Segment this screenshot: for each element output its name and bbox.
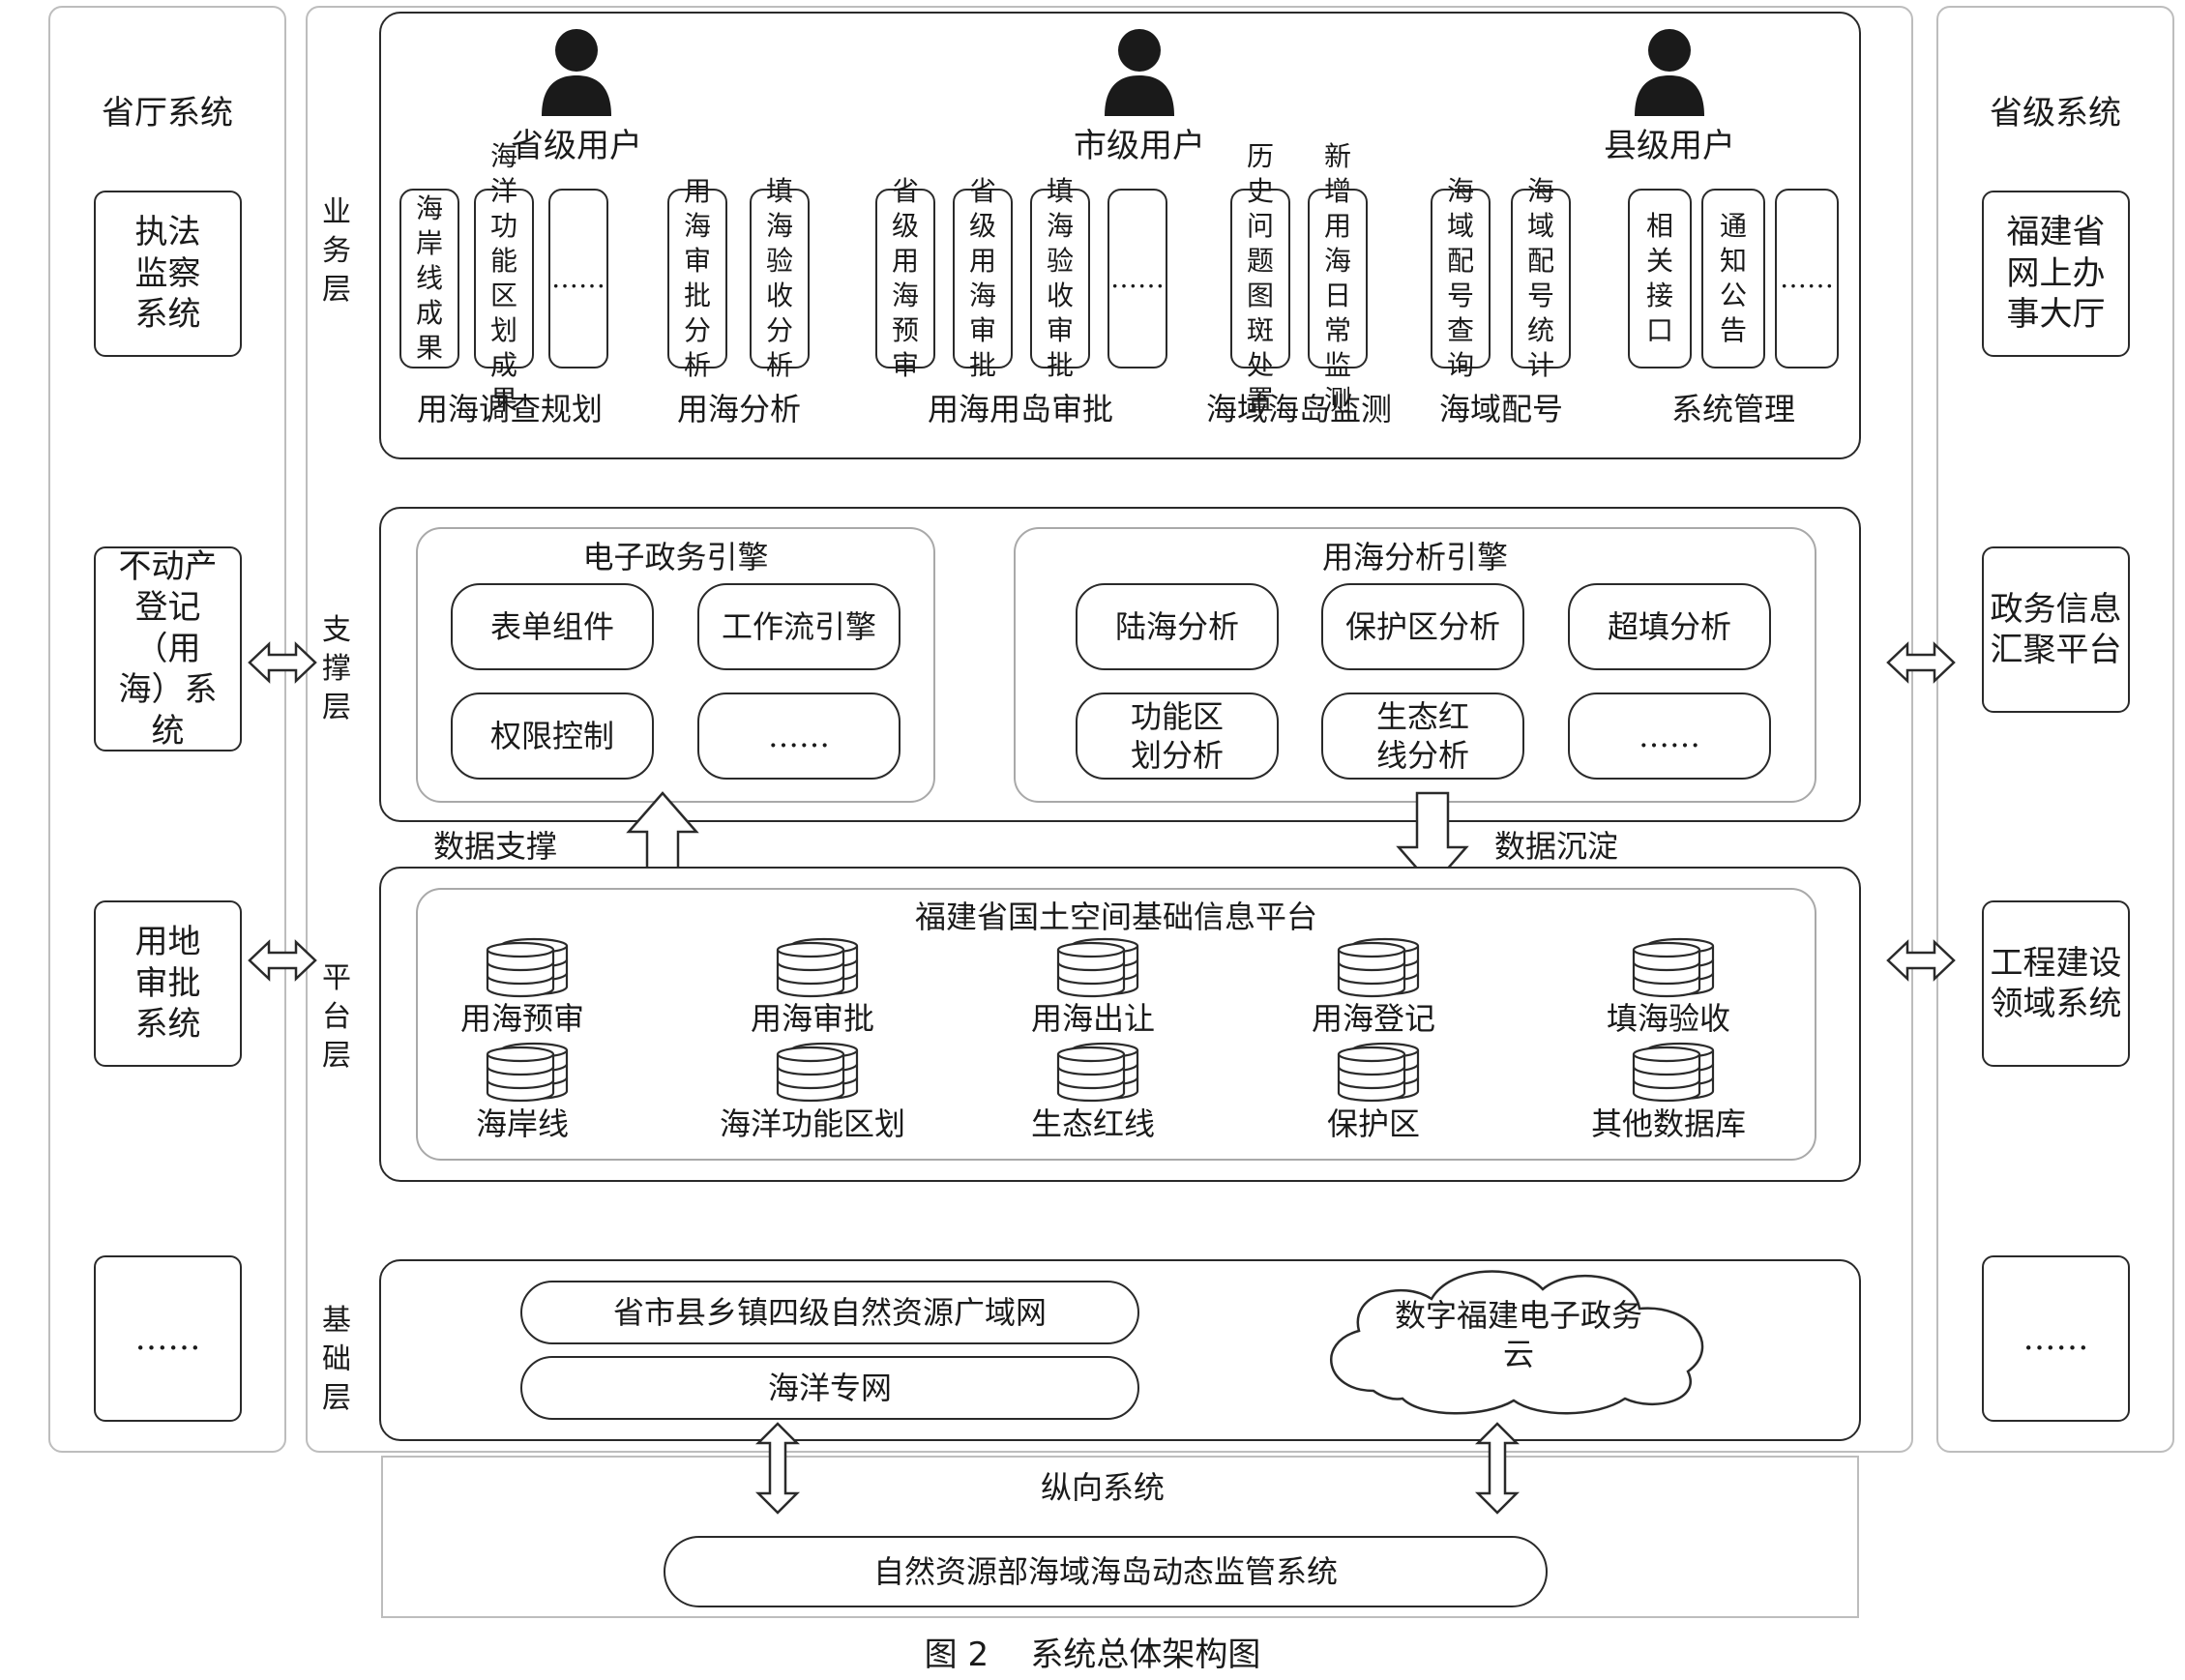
database-label: 用海出让 <box>1030 1000 1155 1037</box>
network-ocean: 海洋专网 <box>520 1356 1139 1420</box>
cloud-label: 数字福建电子政务云 <box>1394 1297 1642 1372</box>
database-icon <box>486 937 569 998</box>
database-label: 海洋功能区划 <box>719 1105 905 1142</box>
business-group-label: 用海用岛审批 <box>927 391 1113 427</box>
business-group-label: 用海调查规划 <box>416 391 603 427</box>
egov-engine-frame <box>416 527 935 803</box>
business-item: …… <box>1775 189 1839 368</box>
provincial-user-icon <box>542 29 611 116</box>
horizontal-double-arrow <box>1886 939 1956 982</box>
business-item: 省级用海审批 <box>953 175 1013 381</box>
business-item: 填海验收审批 <box>1030 175 1090 381</box>
business-item: 历史问题图斑处置 <box>1230 140 1290 416</box>
support-item: 生态红线分析 <box>1321 693 1524 780</box>
database-icon <box>776 937 859 998</box>
database-label: 用海预审 <box>459 1000 584 1037</box>
business-group-label: 系统管理 <box>1670 391 1795 427</box>
right-system-3: …… <box>1982 1255 2130 1422</box>
vertical-system-title: 纵向系统 <box>1040 1469 1165 1506</box>
business-item: 省级用海预审 <box>875 175 935 381</box>
database-icon <box>1632 1042 1715 1103</box>
horizontal-double-arrow <box>248 641 317 684</box>
right-panel-frame <box>1936 6 2174 1453</box>
business-item: 海域配号查询 <box>1431 175 1491 381</box>
business-group-label: 海域海岛监测 <box>1205 391 1392 427</box>
horizontal-double-arrow <box>248 939 317 982</box>
right-panel-title: 省级系统 <box>1990 94 2121 133</box>
left-system-3: …… <box>94 1255 242 1422</box>
left-panel-title: 省厅系统 <box>102 94 233 133</box>
platform-inner-frame <box>416 888 1816 1161</box>
business-item: 填海验收分析 <box>750 175 810 381</box>
horizontal-double-arrow <box>1886 641 1956 684</box>
analysis-engine-frame <box>1014 527 1816 803</box>
right-system-2: 工程建设领域系统 <box>1982 900 2130 1067</box>
database-icon <box>1056 1042 1139 1103</box>
platform-layer-box <box>379 867 1861 1182</box>
database-icon <box>1056 937 1139 998</box>
cloud-icon <box>1330 1270 1704 1415</box>
user-label-municipal: 市级用户 <box>1074 127 1205 165</box>
business-group-label: 用海分析 <box>676 391 801 427</box>
support-item: 陆海分析 <box>1076 583 1279 670</box>
data-support-label: 数据支撑 <box>433 828 558 865</box>
layer-label-business: 业务层 <box>322 195 351 307</box>
business-item: …… <box>548 189 608 368</box>
egov-engine-title: 电子政务引擎 <box>582 539 769 575</box>
business-item: 相关接口 <box>1628 189 1692 368</box>
support-item: 保护区分析 <box>1321 583 1524 670</box>
database-icon <box>776 1042 859 1103</box>
left-system-0: 执法监察系统 <box>94 191 242 357</box>
database-icon <box>486 1042 569 1103</box>
layer-label-foundation: 基础层 <box>322 1304 351 1415</box>
business-item: 通知公告 <box>1701 189 1765 368</box>
database-label: 填海验收 <box>1606 1000 1730 1037</box>
support-item: 表单组件 <box>451 583 654 670</box>
support-item: …… <box>1568 693 1771 780</box>
support-item: …… <box>697 693 901 780</box>
business-item: 用海审批分析 <box>667 175 727 381</box>
left-system-2: 用地审批系统 <box>94 900 242 1067</box>
layer-label-platform: 平台层 <box>322 961 351 1073</box>
database-label: 生态红线 <box>1030 1105 1155 1142</box>
support-item: 权限控制 <box>451 693 654 780</box>
figure-caption: 图 2 系统总体架构图 <box>924 1636 1261 1674</box>
ministry-monitoring-system: 自然资源部海域海岛动态监管系统 <box>664 1536 1548 1607</box>
business-item: 海域配号统计 <box>1511 175 1571 381</box>
data-deposit-label: 数据沉淀 <box>1494 828 1619 865</box>
support-item: 功能区划分析 <box>1076 693 1279 780</box>
user-label-county: 县级用户 <box>1604 127 1735 165</box>
business-item: 新增用海日常监测 <box>1308 140 1368 416</box>
business-group-label: 海域配号 <box>1438 391 1563 427</box>
database-icon <box>1337 937 1420 998</box>
network-wan: 省市县乡镇四级自然资源广域网 <box>520 1281 1139 1344</box>
county-user-icon <box>1635 29 1704 116</box>
database-icon <box>1632 937 1715 998</box>
vertical-double-arrow <box>1474 1422 1521 1515</box>
right-system-0: 福建省网上办事大厅 <box>1982 191 2130 357</box>
platform-title: 福建省国土空间基础信息平台 <box>914 899 1317 935</box>
right-system-1: 政务信息汇聚平台 <box>1982 546 2130 713</box>
left-panel-frame <box>48 6 286 1453</box>
layer-label-support: 支撑层 <box>322 613 351 724</box>
database-label: 保护区 <box>1326 1105 1420 1142</box>
vertical-double-arrow <box>754 1422 801 1515</box>
database-label: 其他数据库 <box>1590 1105 1746 1142</box>
user-label-provincial: 省级用户 <box>511 127 642 165</box>
vertical-system-frame <box>381 1456 1859 1618</box>
database-label: 用海登记 <box>1311 1000 1435 1037</box>
business-item: 海岸线成果 <box>399 189 459 368</box>
left-system-1: 不动产登记（用海）系统 <box>94 546 242 752</box>
analysis-engine-title: 用海分析引擎 <box>1321 539 1508 575</box>
business-item: 海洋功能区划成果 <box>474 140 534 416</box>
database-label: 海岸线 <box>475 1105 569 1142</box>
center-panel-frame <box>306 6 1913 1453</box>
business-item: …… <box>1107 189 1167 368</box>
support-item: 工作流引擎 <box>697 583 901 670</box>
municipal-user-icon <box>1105 29 1174 116</box>
database-label: 用海审批 <box>750 1000 874 1037</box>
database-icon <box>1337 1042 1420 1103</box>
support-item: 超填分析 <box>1568 583 1771 670</box>
